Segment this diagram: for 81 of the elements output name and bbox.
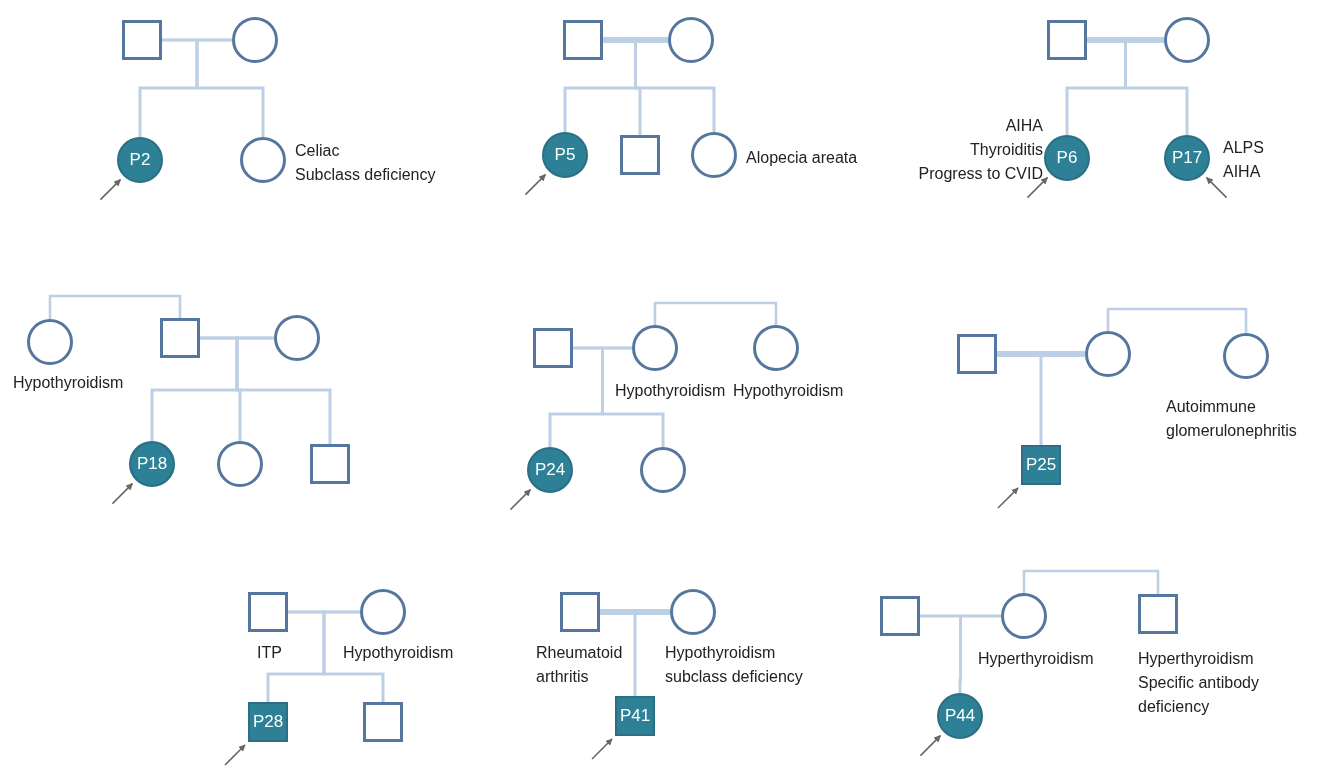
condition-note: ITP [257,643,282,663]
unaffected-male-symbol [1047,20,1087,60]
marriage-line [997,351,1085,357]
unaffected-male-symbol [563,20,603,60]
affected-female-symbol [542,132,588,178]
proband-arrow [509,488,532,511]
unaffected-female-symbol [217,441,263,487]
unaffected-male-symbol [310,444,350,484]
descent-line [1039,352,1085,445]
affected-female-symbol [129,441,175,487]
affected-female-symbol [527,447,573,493]
patient-id: P41 [619,706,651,726]
unaffected-female-symbol [1085,331,1131,377]
descent-line [601,346,665,447]
unaffected-male-symbol [620,135,660,175]
proband-arrow [224,744,246,766]
descent-line [322,610,385,702]
condition-note: Subclass deficiency [295,165,436,185]
affected-male-symbol [615,696,655,736]
condition-note: Hypothyroidism [343,643,454,663]
marriage-line [600,609,670,615]
unaffected-male-symbol [160,318,200,358]
condition-note: Hyperthyroidism [1138,649,1255,669]
condition-note: AIHA [1005,116,1043,136]
unaffected-male-symbol [533,328,573,368]
patient-id: P25 [1025,455,1057,475]
condition-note: Hypothyroidism [733,381,844,401]
condition-note: Hypothyroidism [665,643,776,663]
condition-note: subclass deficiency [665,667,803,687]
descent-line [634,38,716,132]
descent-line [633,610,670,696]
condition-note: Rheumatoid arthritis [536,643,624,687]
proband-arrow [1205,176,1228,199]
condition-note: Hypothyroidism [13,373,124,393]
proband-arrow [997,487,1019,509]
patient-id: P5 [554,145,576,165]
proband-arrow [99,178,122,201]
patient-id: P24 [534,460,566,480]
patient-id: P44 [944,706,976,726]
proband-arrow [111,482,134,505]
condition-note: Hyperthyroidism [978,649,1094,669]
condition-note: AIHA [1223,162,1261,182]
sibship-line [1022,569,1160,594]
unaffected-male-symbol [957,334,997,374]
patient-id: P17 [1171,148,1203,168]
affected-female-symbol [937,693,983,739]
condition-note: Alopecia areata [746,148,858,168]
proband-arrow [919,734,942,757]
condition-note: Autoimmune glomerulonephritis [1166,397,1298,441]
condition-note: Thyroiditis [970,140,1043,160]
descent-line [235,336,332,444]
sibship-line [653,301,778,325]
proband-arrow [1026,176,1049,199]
affected-male-symbol [248,702,288,742]
descent-line [195,38,265,137]
patient-id: P6 [1056,148,1078,168]
marriage-line [1087,37,1164,43]
unaffected-male-symbol [363,702,403,742]
patient-id: P28 [252,712,284,732]
unaffected-male-symbol [122,20,162,60]
sibship-line [48,294,182,319]
affected-male-symbol [1021,445,1061,485]
condition-note: Progress to CVID [918,164,1043,184]
condition-note: Specific antibody deficiency [1138,673,1260,717]
patient-id: P2 [129,150,151,170]
unaffected-male-symbol [880,596,920,636]
marriage-line [603,37,668,43]
proband-arrow [524,173,547,196]
affected-female-symbol [117,137,163,183]
descent-line [958,614,1001,693]
patient-id: P18 [136,454,168,474]
unaffected-female-symbol [1164,17,1210,63]
condition-note: Celiac [295,141,340,161]
proband-arrow [591,738,613,760]
unaffected-female-symbol [274,315,320,361]
unaffected-female-symbol [640,447,686,493]
unaffected-female-symbol [232,17,278,63]
unaffected-female-symbol [668,17,714,63]
sibship-line [1106,307,1248,333]
condition-note: ALPS [1223,138,1264,158]
condition-note: Hypothyroidism [615,381,726,401]
